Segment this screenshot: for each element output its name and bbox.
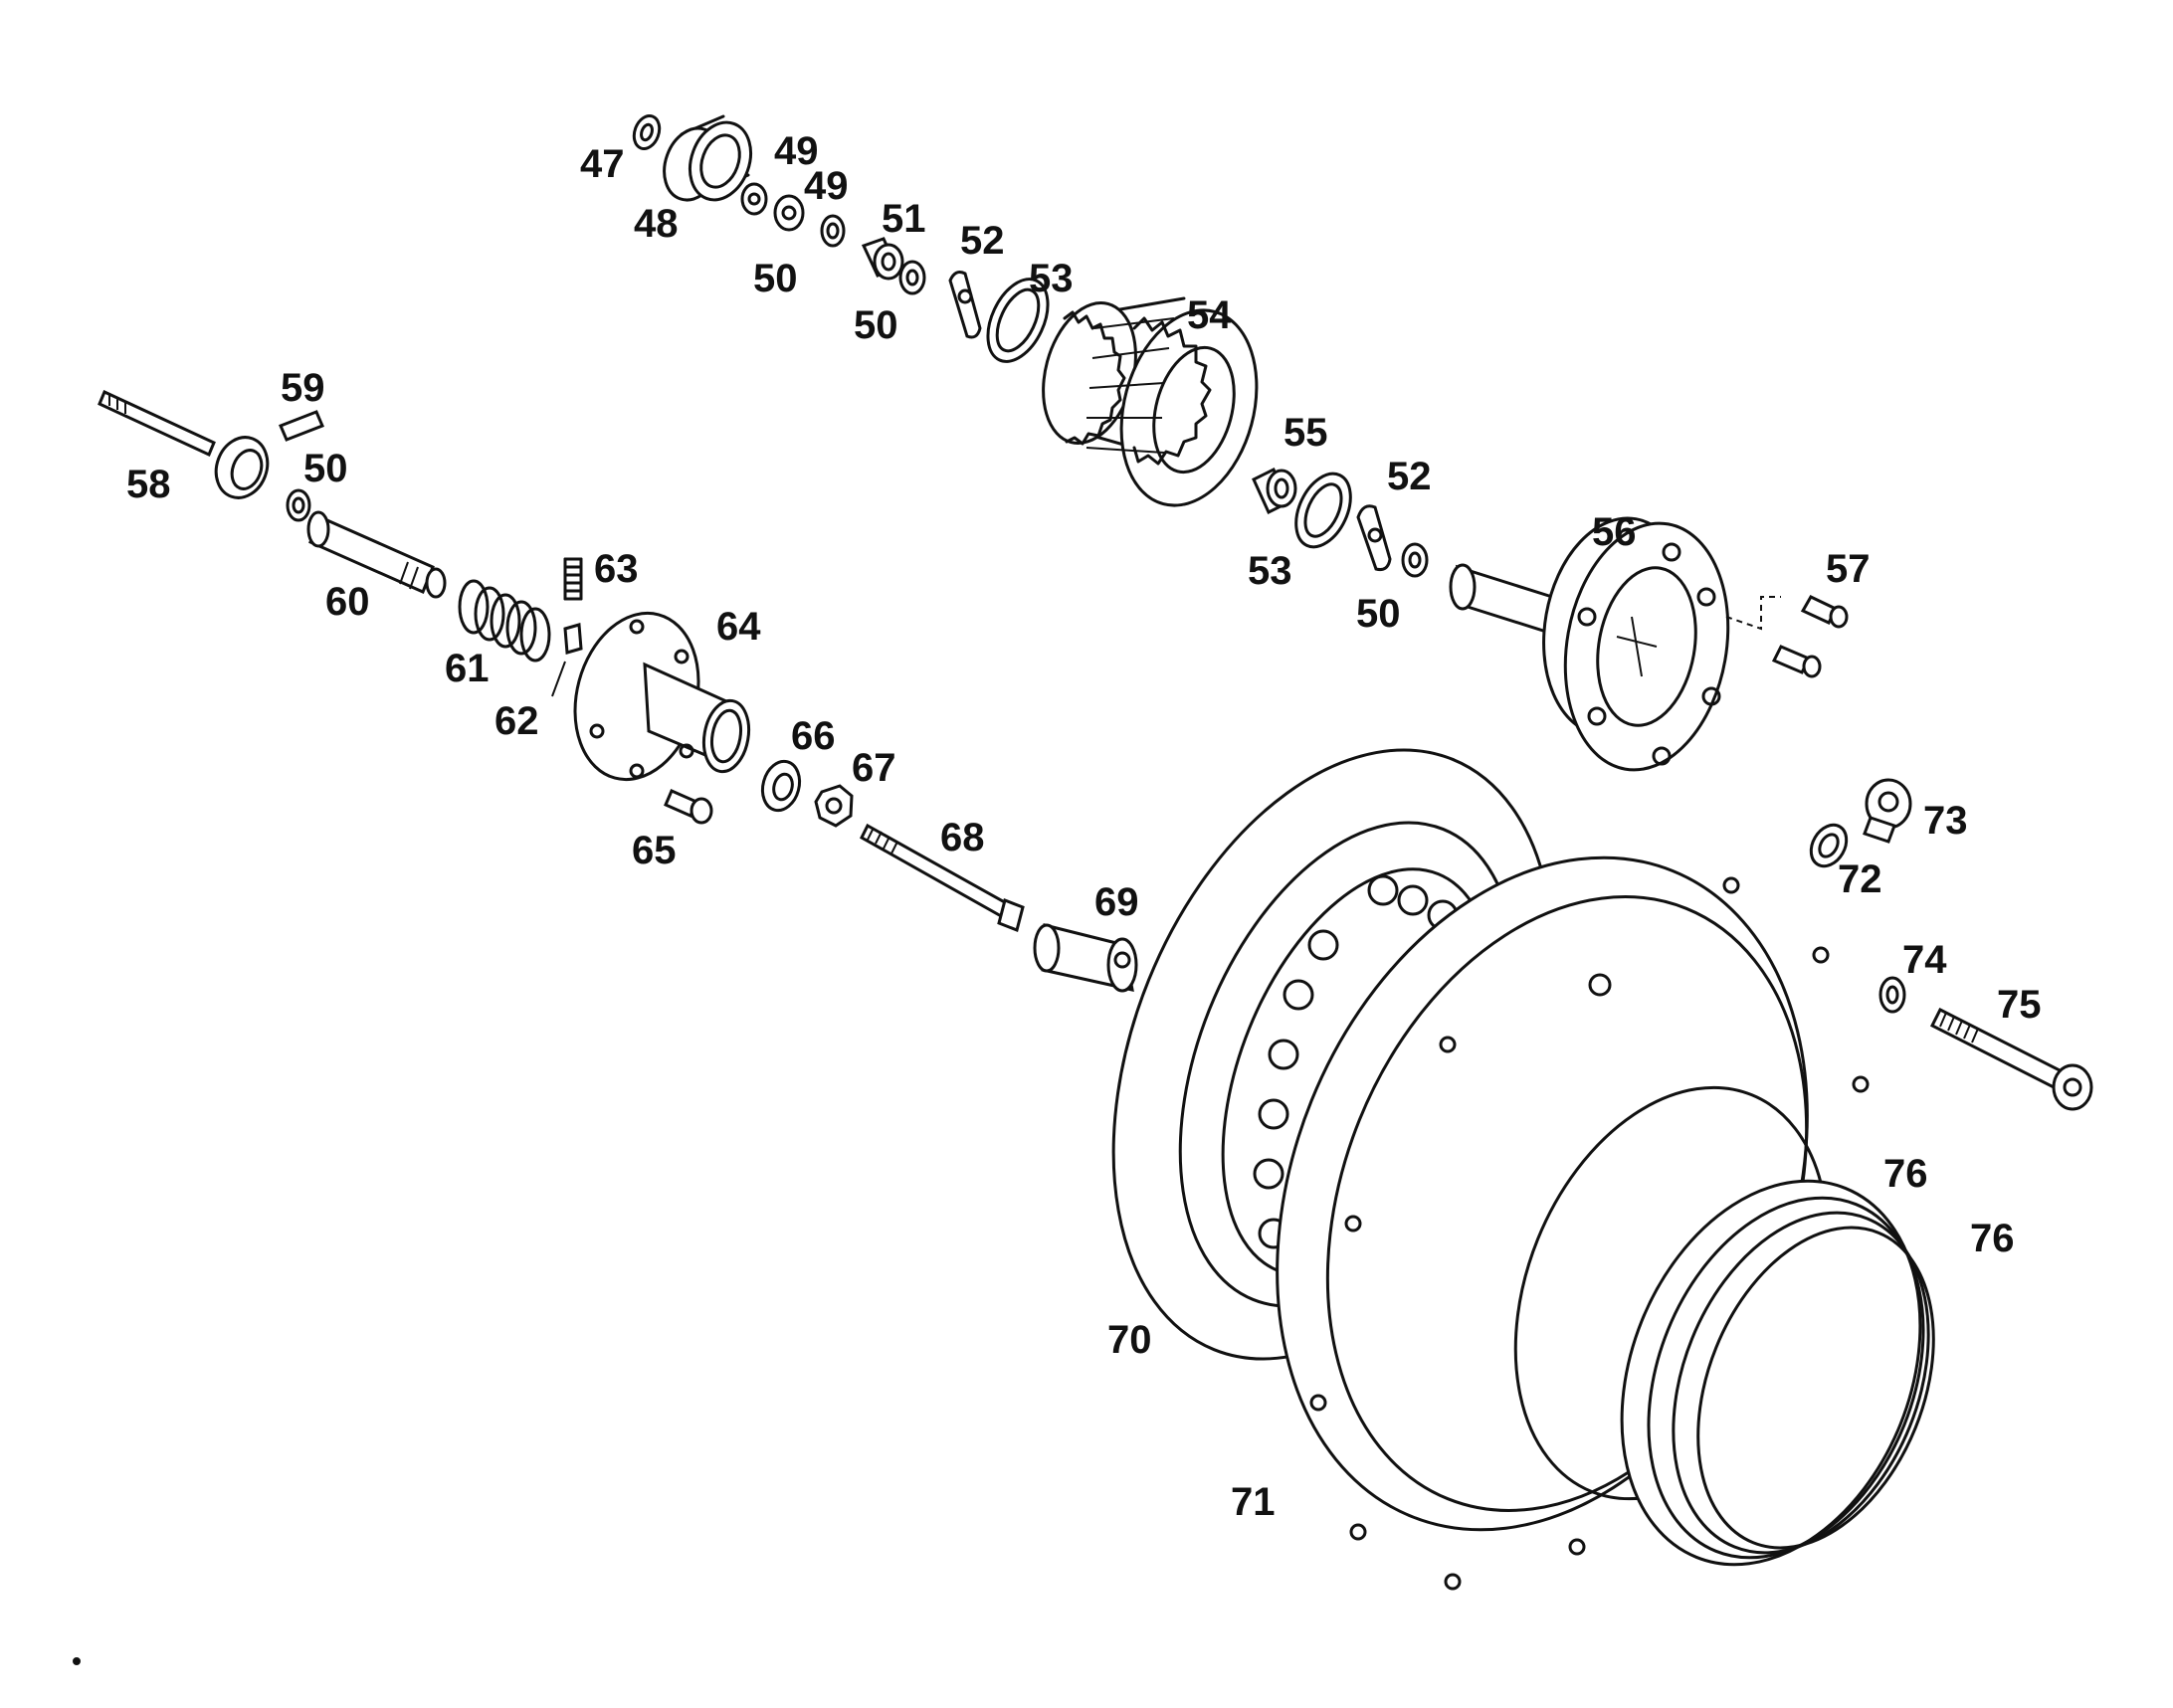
- label-73: 73: [1923, 799, 1968, 843]
- part-68-bolt: [860, 823, 1025, 933]
- label-61: 61: [445, 647, 490, 690]
- part-48-bearing-sleeve: [663, 114, 752, 202]
- label-63: 63: [594, 547, 639, 591]
- part-73-plug: [1863, 778, 1912, 844]
- part-64-flange-sleeve: [573, 611, 751, 782]
- label-76-a: 76: [1883, 1152, 1928, 1196]
- label-52-b: 52: [1387, 455, 1432, 498]
- part-50-washer-right: [1401, 542, 1429, 578]
- label-64: 64: [716, 605, 761, 649]
- label-60: 60: [325, 580, 370, 624]
- stray-dot: [73, 1657, 81, 1665]
- label-53-b: 53: [1248, 549, 1292, 593]
- part-57-screws: [1725, 595, 1849, 678]
- part-53-ring-2: [1294, 472, 1352, 549]
- part-69-clevis: [1033, 923, 1138, 993]
- part-51-bushing: [861, 237, 904, 281]
- label-50-d: 50: [1356, 592, 1401, 636]
- label-66: 66: [791, 714, 836, 758]
- part-52-key-plate-2: [1356, 504, 1392, 571]
- label-75: 75: [1997, 983, 2042, 1027]
- label-52-a: 52: [960, 219, 1005, 263]
- label-47: 47: [580, 142, 625, 186]
- label-56: 56: [1592, 510, 1637, 554]
- label-53-a: 53: [1029, 257, 1074, 300]
- part-61-spring: [458, 579, 551, 663]
- part-50-washer-left: [286, 488, 311, 522]
- part-50-washer-mid: [898, 260, 926, 295]
- part-52-key-plate: [948, 271, 982, 339]
- label-50-a: 50: [753, 257, 798, 300]
- label-59: 59: [281, 366, 325, 410]
- label-49-b: 49: [804, 164, 849, 208]
- part-49-nut: [740, 182, 768, 216]
- label-49: 49: [774, 129, 819, 173]
- label-71: 71: [1231, 1480, 1276, 1524]
- label-70: 70: [1107, 1318, 1152, 1362]
- label-57: 57: [1826, 547, 1871, 591]
- part-75-bolt: [1929, 1007, 2093, 1111]
- label-62: 62: [494, 699, 539, 743]
- label-69: 69: [1094, 880, 1139, 924]
- part-47-washer: [632, 114, 662, 150]
- part-72-seal-ring: [1809, 823, 1849, 868]
- label-50-c: 50: [303, 447, 348, 490]
- part-63-spring-small: [563, 557, 583, 601]
- part-76-seal-rings: [1620, 1179, 1935, 1567]
- part-60-valve-stem: [306, 510, 447, 599]
- part-65-screw: [664, 789, 713, 825]
- part-74-washer: [1878, 976, 1906, 1014]
- part-56-output-flange-shaft: [1449, 516, 1730, 772]
- label-72: 72: [1838, 857, 1882, 901]
- part-66-washer: [760, 759, 802, 813]
- part-49-nut-2: [773, 194, 805, 232]
- label-76-b: 76: [1970, 1217, 2015, 1260]
- label-68: 68: [940, 816, 985, 859]
- label-65: 65: [632, 829, 677, 872]
- part-58-shaft: [98, 389, 270, 499]
- part-54-spline-gear: [1042, 296, 1259, 507]
- part-67-nut: [814, 784, 854, 828]
- part-55-bushing: [1252, 467, 1297, 515]
- label-67: 67: [852, 746, 896, 790]
- label-74: 74: [1902, 938, 1947, 982]
- part-62-key: [551, 623, 583, 697]
- part-59-pin: [279, 410, 324, 442]
- label-55: 55: [1284, 411, 1328, 455]
- label-48: 48: [634, 202, 679, 246]
- label-51: 51: [882, 197, 926, 241]
- part-50-washer-top: [820, 214, 846, 248]
- label-58: 58: [126, 463, 171, 506]
- part-53-ring: [986, 278, 1050, 363]
- label-50-b: 50: [854, 303, 898, 347]
- label-54: 54: [1187, 293, 1232, 337]
